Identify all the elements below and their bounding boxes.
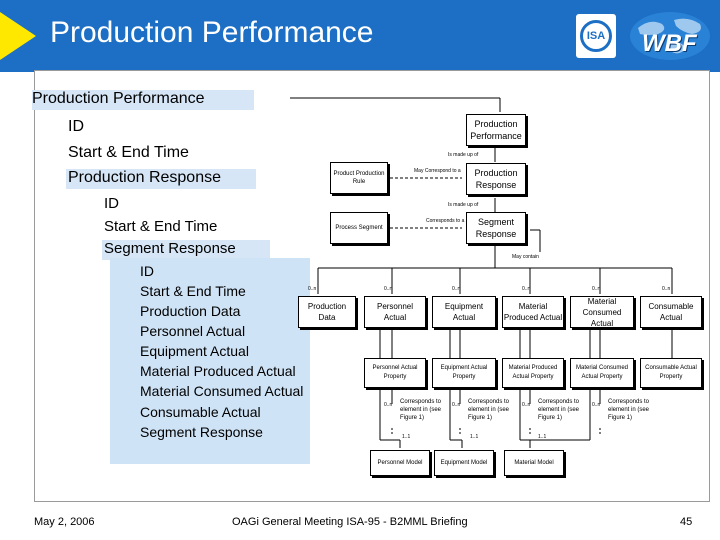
box-consumable-actual-property: Consumable Actual Property: [640, 358, 702, 388]
tree-l3-personnel-actual: Personnel Actual: [140, 323, 246, 339]
mult-personnel: 0..n: [384, 286, 393, 292]
box-equipment-actual: Equipment Actual: [432, 296, 496, 328]
isa-logo: ISA: [576, 14, 616, 58]
box-production-data: Production Data: [298, 296, 356, 328]
label-element-material-produced: Corresponds to element in (see Figure 1): [538, 399, 580, 421]
tree-segment-response: Segment Response: [102, 240, 270, 260]
footer-title: OAGi General Meeting ISA-95 - B2MML Brie…: [232, 516, 468, 528]
tree-l3-production-data: Production Data: [140, 303, 241, 319]
mult-material-model: 1..1: [538, 434, 547, 440]
tree-root-label: Production Performance: [32, 90, 205, 107]
mult-material-consumed-prop: 0..n: [592, 402, 601, 408]
box-process-segment: Process Segment: [330, 212, 388, 244]
mult-personnel-prop: 0..n: [384, 402, 393, 408]
globe-icon: [630, 12, 710, 60]
mult-material-produced: 0..n: [522, 286, 531, 292]
mult-equipment-model: 1..1: [470, 434, 479, 440]
tree-l3-material-produced-actual: Material Produced Actual: [140, 363, 296, 379]
label-element-personnel: Corresponds to element in (see Figure 1): [400, 399, 442, 421]
tree-l1-id: ID: [68, 118, 84, 135]
box-production-performance: Production Performance: [466, 114, 526, 146]
label-element-equipment: Corresponds to element in (see Figure 1): [468, 399, 510, 421]
tree-production-response-label: Production Response: [68, 169, 221, 186]
mult-personnel-model: 1..1: [402, 434, 411, 440]
box-personnel-actual-property: Personnel Actual Property: [364, 358, 426, 388]
tree-l3-segment-response: Segment Response: [140, 424, 263, 440]
footer-date: May 2, 2006: [34, 516, 95, 528]
tree-l2-id: ID: [104, 195, 119, 212]
box-personnel-model: Personnel Model: [370, 450, 430, 476]
box-equipment-actual-property: Equipment Actual Property: [432, 358, 496, 388]
mult-equipment-prop: 0..n: [452, 402, 461, 408]
box-material-consumed-actual-property: Material Consumed Actual Property: [570, 358, 634, 388]
tree-segment-response-label: Segment Response: [104, 240, 236, 257]
label-may-contain: May contain: [512, 254, 539, 260]
label-perf-made-up: Is made up of: [448, 152, 479, 158]
tree-l1-time: Start & End Time: [68, 144, 189, 161]
isa-logo-mark: ISA: [580, 20, 612, 52]
tree-production-response: Production Response: [66, 169, 256, 189]
label-element-material-consumed: Corresponds to element in (see Figure 1): [608, 399, 650, 421]
wbf-logo-text: WBF: [642, 30, 697, 57]
tree-l3-material-consumed-actual: Material Consumed Actual: [140, 383, 304, 399]
segment-response-contents: [110, 258, 310, 464]
yellow-arrow-icon: [0, 12, 36, 60]
box-segment-response: Segment Response: [466, 212, 526, 244]
tree-root: Production Performance: [32, 90, 254, 110]
mult-consumable: 0..n: [662, 286, 671, 292]
label-response-made-up: Is made up of: [448, 202, 479, 208]
mult-material-produced-prop: 0..n: [522, 402, 531, 408]
box-material-produced-actual: Material Produced Actual: [502, 296, 564, 328]
box-personnel-actual: Personnel Actual: [364, 296, 426, 328]
box-material-consumed-actual: Material Consumed Actual: [570, 296, 634, 328]
mult-equipment: 0..n: [452, 286, 461, 292]
box-product-production-rule: Product Production Rule: [330, 162, 388, 194]
label-corresponds-to: Corresponds to a: [426, 218, 465, 224]
tree-l3-equipment-actual: Equipment Actual: [140, 343, 249, 359]
tree-l3-id: ID: [140, 263, 154, 279]
mult-material-consumed: 0..n: [592, 286, 601, 292]
box-production-response: Production Response: [466, 163, 526, 195]
page-number: 45: [680, 516, 693, 528]
box-equipment-model: Equipment Model: [434, 450, 494, 476]
box-consumable-actual: Consumable Actual: [640, 296, 702, 328]
page-title: Production Performance: [50, 16, 374, 49]
box-material-model: Material Model: [504, 450, 564, 476]
box-material-produced-actual-property: Material Produced Actual Property: [502, 358, 564, 388]
tree-l3-consumable-actual: Consumable Actual: [140, 404, 261, 420]
mult-production-data: 0..n: [308, 286, 317, 292]
tree-l2-time: Start & End Time: [104, 218, 218, 235]
tree-l3-time: Start & End Time: [140, 283, 246, 299]
label-may-correspond: May Correspond to a: [414, 168, 461, 174]
wbf-logo: WBF: [628, 8, 712, 64]
